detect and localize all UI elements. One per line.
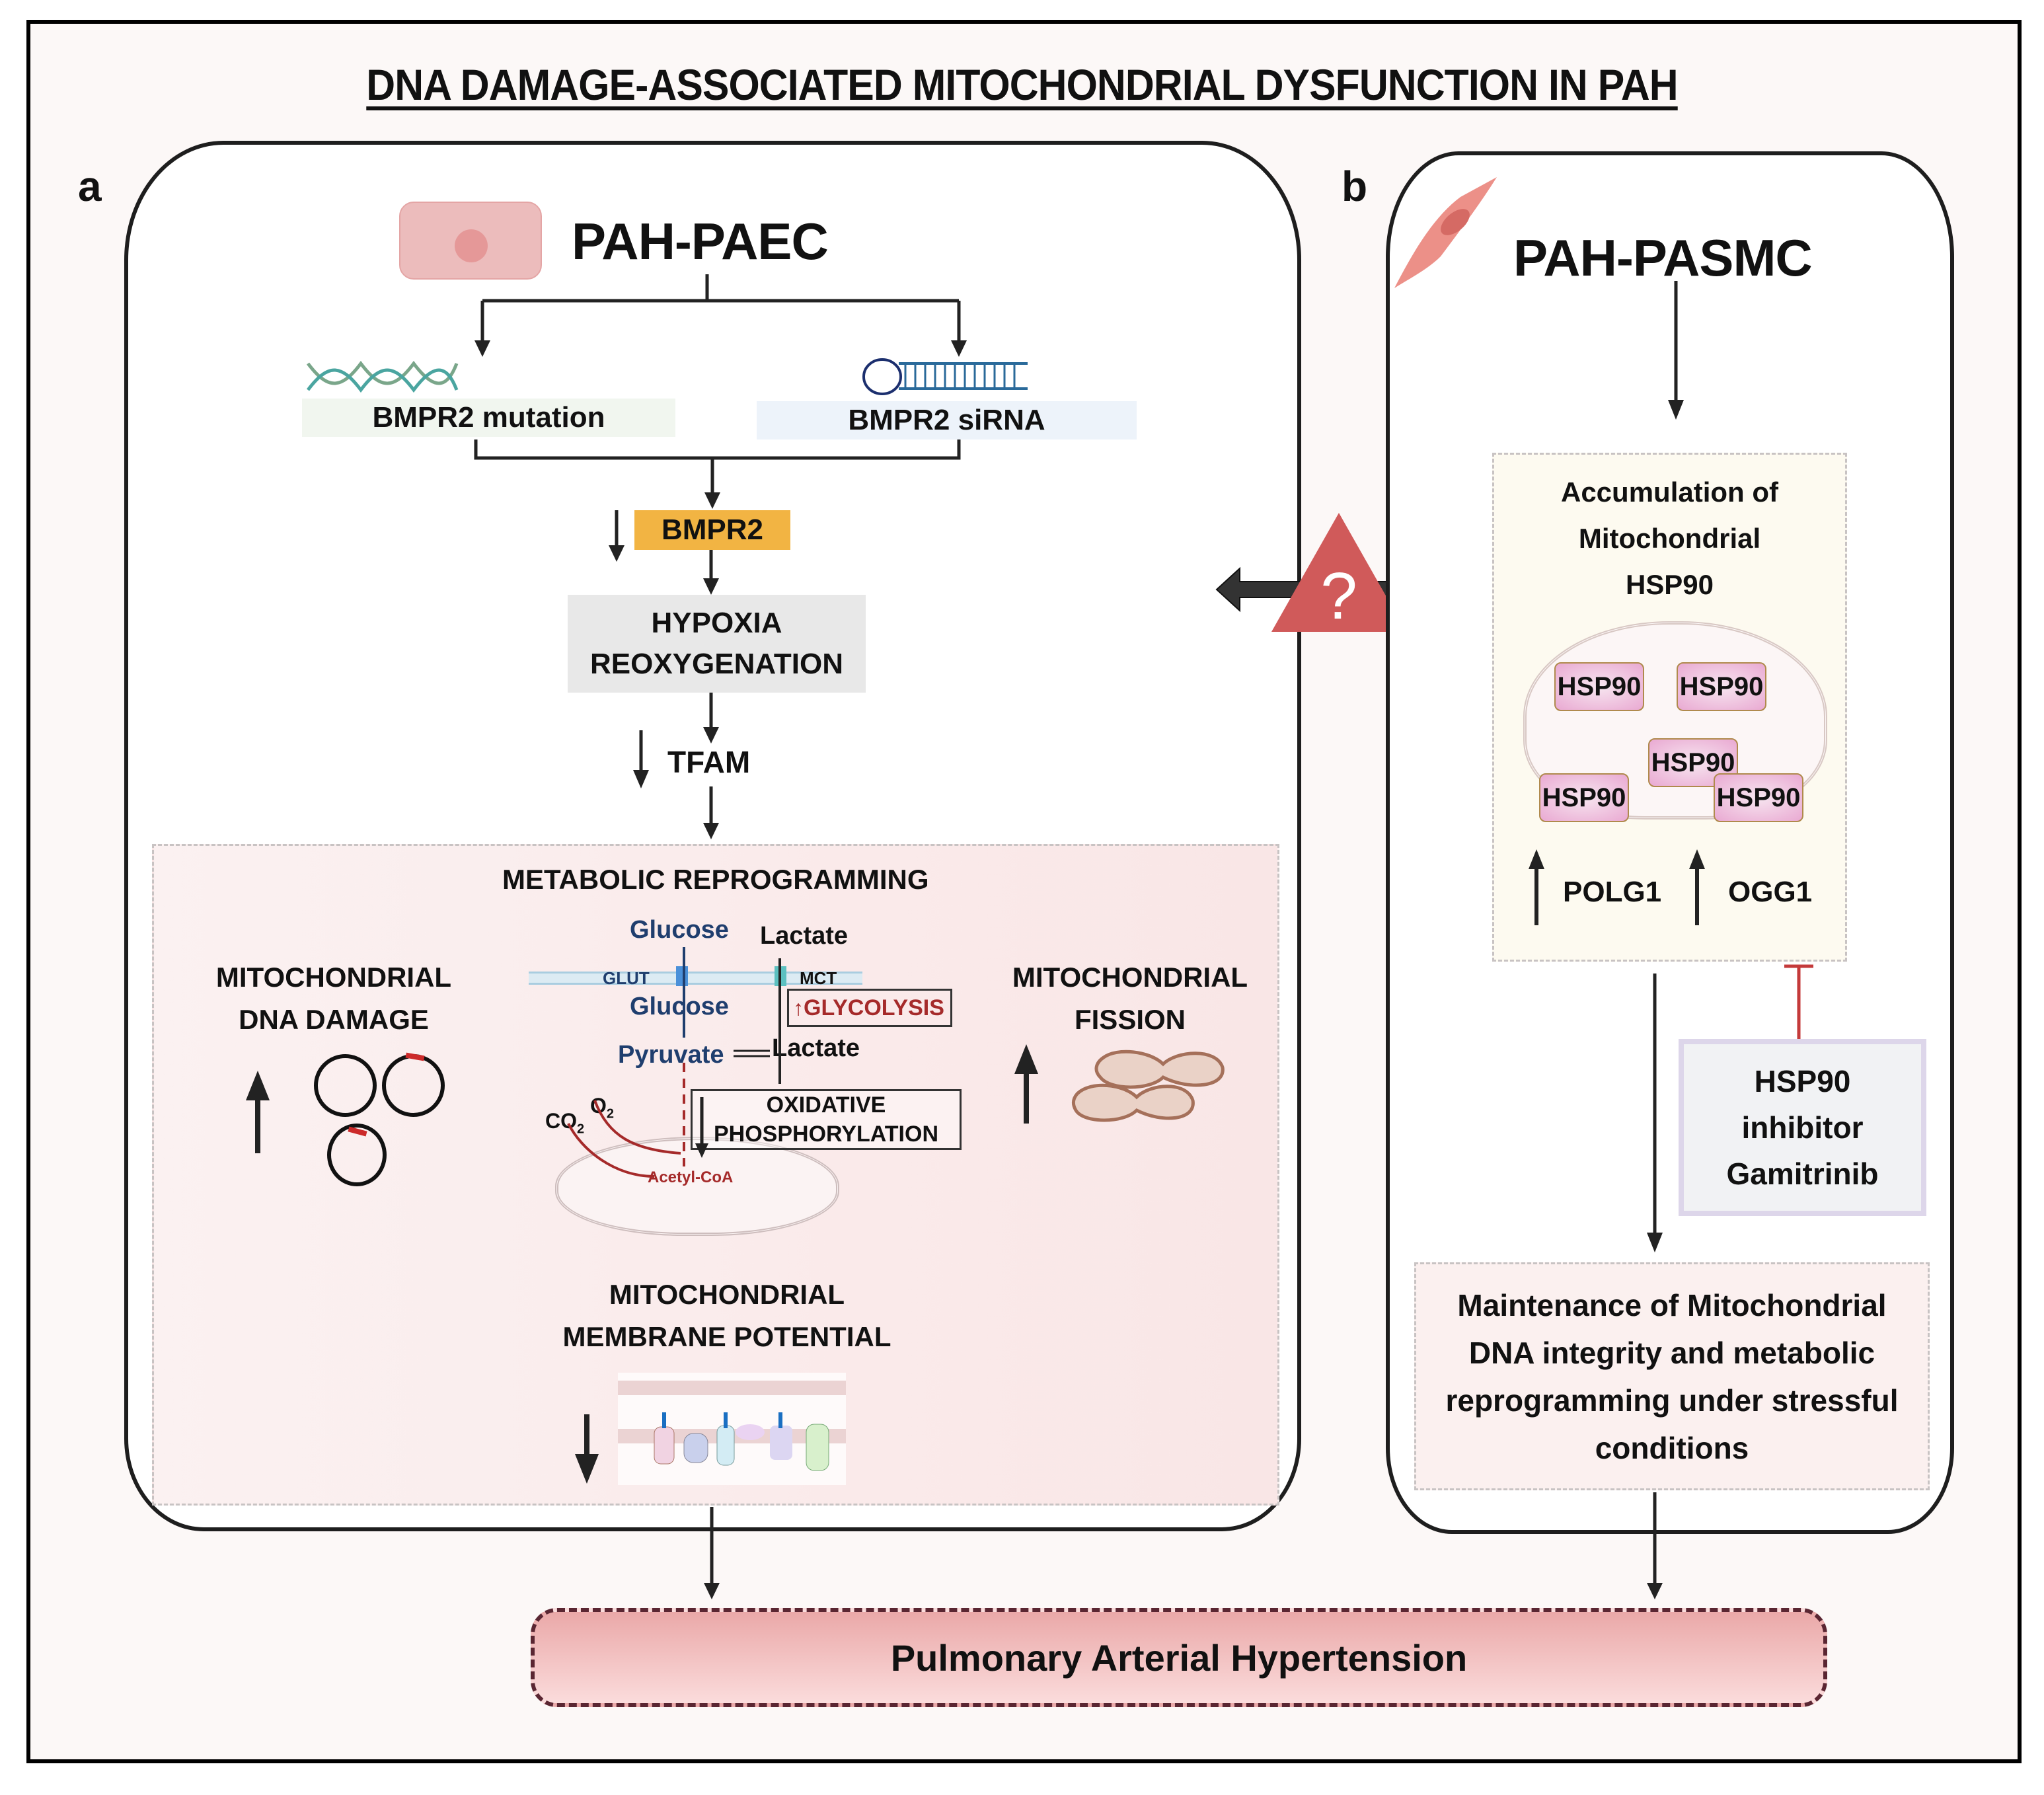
up-arrow-icon: ↑ [793,995,804,1020]
question-mark: ? [1320,559,1357,633]
hypoxia-reoxygenation-box: HYPOXIA REOXYGENATION [568,595,866,693]
tfam-label: TFAM [667,745,751,779]
sirna-hairpin-icon [859,357,1038,397]
figure-title: DNA DAMAGE-ASSOCIATED MITOCHONDRIAL DYSF… [366,60,1678,109]
bmpr2-sirna-box: BMPR2 siRNA [757,401,1137,439]
bmpr2-sirna-label: BMPR2 siRNA [848,404,1045,436]
panel-b-label: b [1342,163,1368,210]
maintenance-box: Maintenance of Mitochondrial DNA integri… [1414,1262,1930,1490]
mtdna-circle-icon [314,1054,377,1117]
glucose-intracellular: Glucose [630,993,729,1020]
hsp90-badge: HSP90 [1648,738,1738,787]
panel-a-label: a [78,163,102,210]
pasmc-title: PAH-PASMC [1513,229,1813,287]
bmpr2-label: BMPR2 [661,514,764,546]
hsp90-badge: HSP90 [1539,773,1629,822]
hsp90-badge: HSP90 [1714,773,1803,822]
bmpr2-mutation-box: BMPR2 mutation [302,399,675,437]
mct-transporter-icon [775,966,786,986]
phosphorylation-label: PHOSPHORYLATION [713,1122,939,1147]
bidirectional-question-connector: ? [1215,508,1466,640]
lactate-extracellular: Lactate [760,922,849,950]
glycolysis-label: GLYCOLYSIS [804,995,944,1020]
electron-transport-chain-icon [618,1373,846,1485]
pyruvate-label: Pyruvate [618,1041,724,1069]
pah-outcome-box: Pulmonary Arterial Hypertension [531,1608,1827,1707]
glycolysis-box: ↑ GLYCOLYSIS [787,989,952,1027]
hsp90-badge: HSP90 [1677,662,1766,711]
reoxygenation-label: REOXYGENATION [589,648,843,680]
o2-label: O2 [590,1094,615,1122]
inhibitor-line: HSP90 [1754,1064,1851,1098]
smooth-muscle-cell-icon [1394,177,1500,289]
bmpr2-box: BMPR2 [634,510,790,550]
damaged-mtdna-circle-icon [327,1124,387,1186]
inhibitor-line: Gamitrinib [1726,1157,1879,1191]
glut-label: GLUT [603,968,650,988]
gamitrinib-inhibitor-box: HSP90 inhibitor Gamitrinib [1679,1039,1926,1216]
bmpr2-mutation-label: BMPR2 mutation [372,401,605,434]
ogg1-label: OGG1 [1728,876,1813,908]
glut-transporter-icon [676,966,688,986]
co2-label: CO2 [545,1109,585,1137]
question-warning-triangle-icon [1271,513,1406,632]
pah-outcome-label: Pulmonary Arterial Hypertension [890,1636,1468,1679]
dna-helix-icon [301,360,460,393]
hsp90-badge: HSP90 [1554,662,1644,711]
paec-title: PAH-PAEC [572,212,829,270]
metabolic-reprogramming-title: METABOLIC REPROGRAMMING [502,864,929,895]
polg1-label: POLG1 [1563,876,1662,908]
oxphos-box: OXIDATIVE PHOSPHORYLATION [691,1089,962,1150]
endothelial-cell-icon [399,202,542,280]
mct-label: MCT [800,968,837,988]
lactate-intracellular: Lactate [772,1034,860,1062]
oxidative-label: OXIDATIVE [766,1092,886,1118]
hypoxia-label: HYPOXIA [651,607,782,639]
maintenance-label: Maintenance of Mitochondrial DNA integri… [1445,1287,1899,1465]
damaged-mtdna-circle-icon [382,1052,445,1117]
fission-mitochondria-icon [1071,1044,1229,1130]
inhibitor-line: inhibitor [1741,1110,1864,1145]
acetyl-coa-label: Acetyl-CoA [648,1168,734,1186]
glucose-extracellular: Glucose [630,916,729,944]
